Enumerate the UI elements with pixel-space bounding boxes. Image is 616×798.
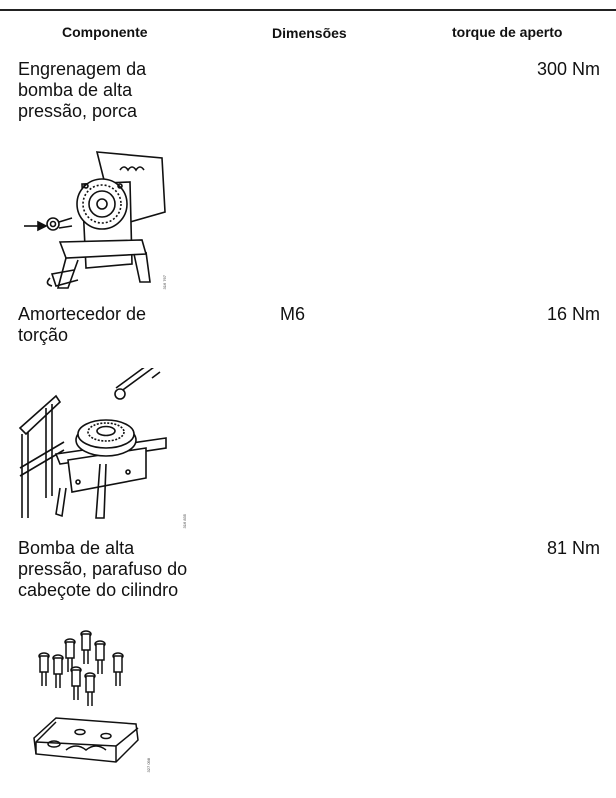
figure-code-2: 316 835 (182, 514, 187, 529)
cylinder-head-bolts-figure (26, 628, 146, 768)
high-pressure-pump-gear-figure (22, 142, 172, 292)
row-2-torque: 16 Nm (546, 304, 600, 324)
figure-code-3: 327 098 (146, 758, 151, 773)
row-2-dimensions: M6 (280, 304, 306, 324)
row-1-torque: 300 Nm (536, 59, 600, 79)
torsion-damper-figure (16, 368, 176, 528)
row-3-torque: 81 Nm (546, 538, 600, 558)
row-2-component: Amortecedor de torção (18, 304, 147, 345)
header-dimensions: Dimensões (272, 25, 347, 41)
header-component: Componente (62, 24, 148, 40)
table-top-rule (0, 9, 616, 11)
row-1-component: Engrenagem da bomba de alta pressão, por… (18, 59, 147, 121)
figure-code-1: 316 767 (162, 275, 167, 290)
row-3-component: Bomba de alta pressão, parafuso do cabeç… (18, 538, 188, 600)
header-torque: torque de aperto (452, 24, 563, 40)
